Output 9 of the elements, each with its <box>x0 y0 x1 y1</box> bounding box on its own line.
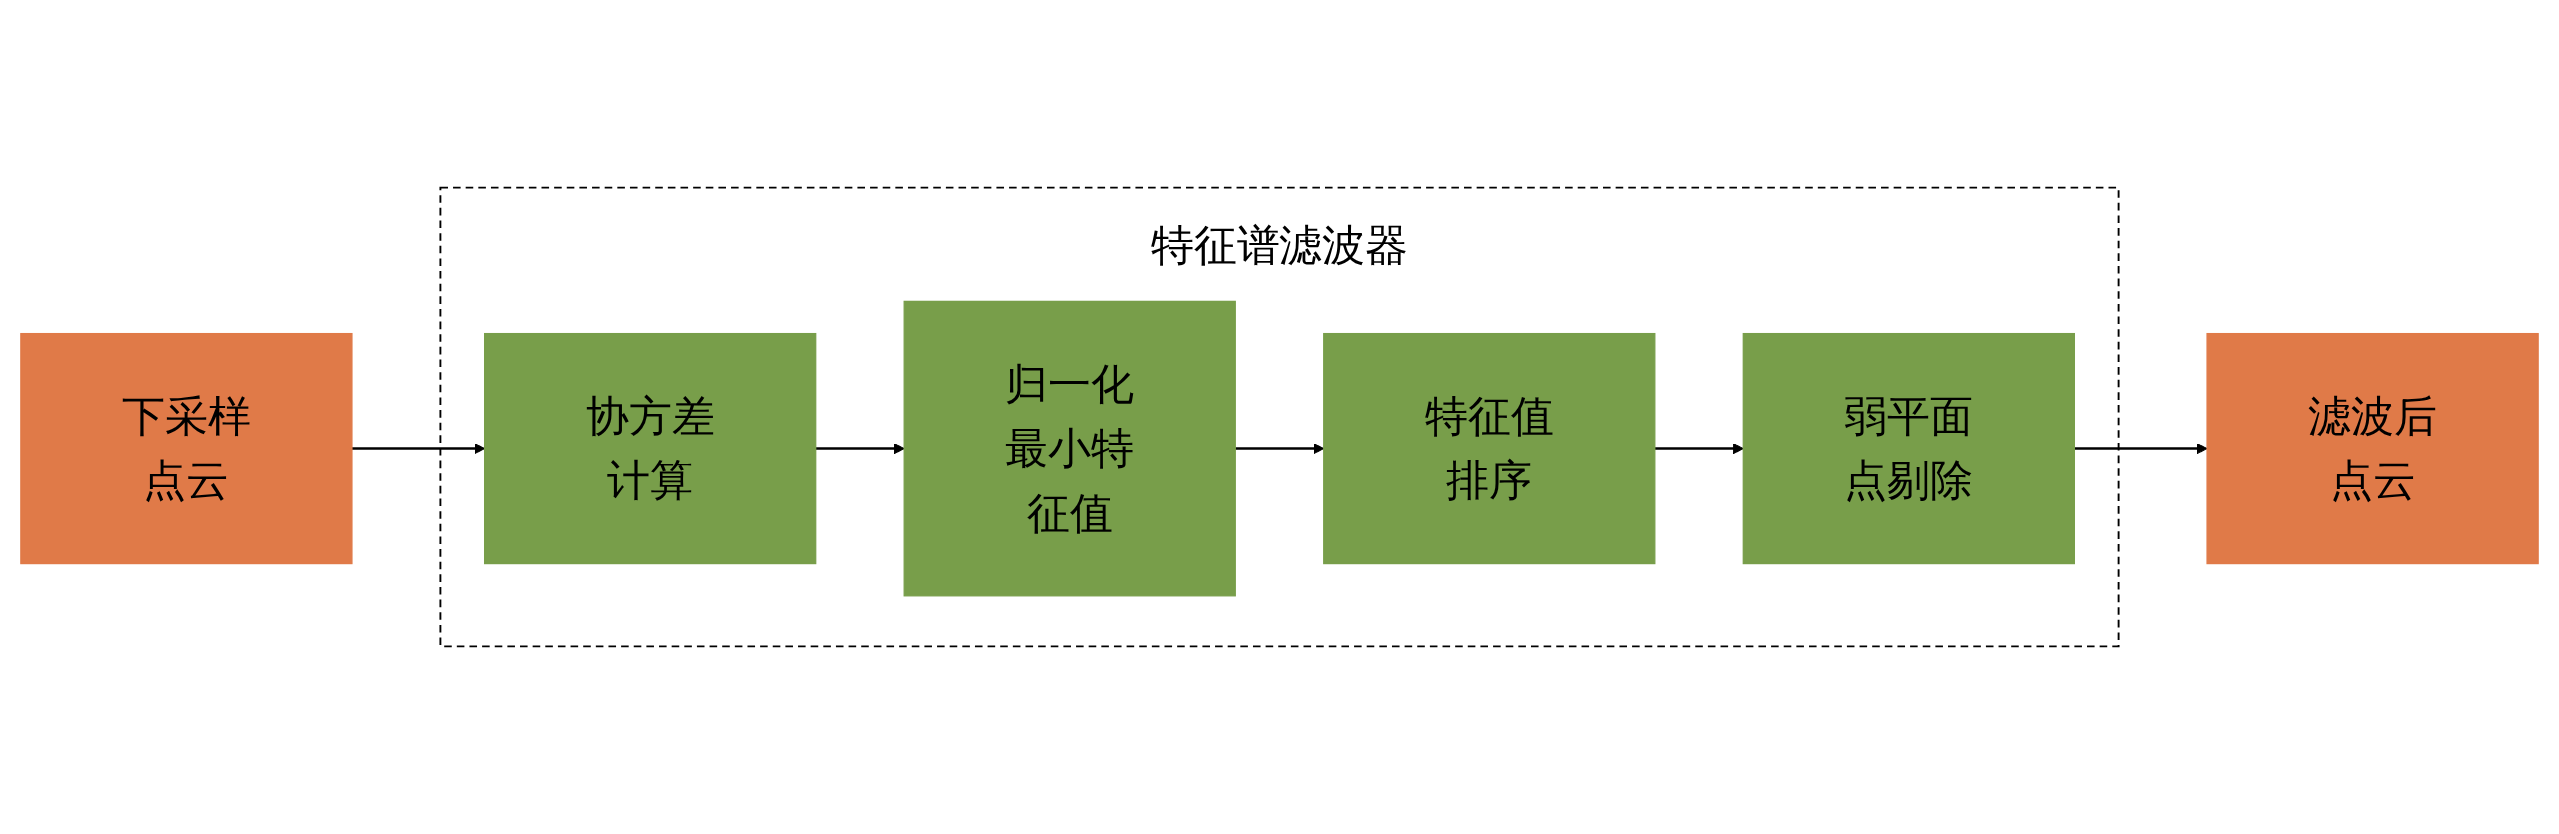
node-box: 特征值排序 <box>1323 332 1656 565</box>
arrow <box>1654 443 1744 455</box>
node-box: 归一化最小特征值 <box>903 300 1236 597</box>
arrow <box>815 443 905 455</box>
node-box: 弱平面点剔除 <box>1742 332 2075 565</box>
node-box: 协方差计算 <box>484 332 817 565</box>
node-box: 滤波后点云 <box>2206 332 2539 565</box>
arrow <box>2074 443 2208 455</box>
node-box: 下采样点云 <box>20 332 353 565</box>
